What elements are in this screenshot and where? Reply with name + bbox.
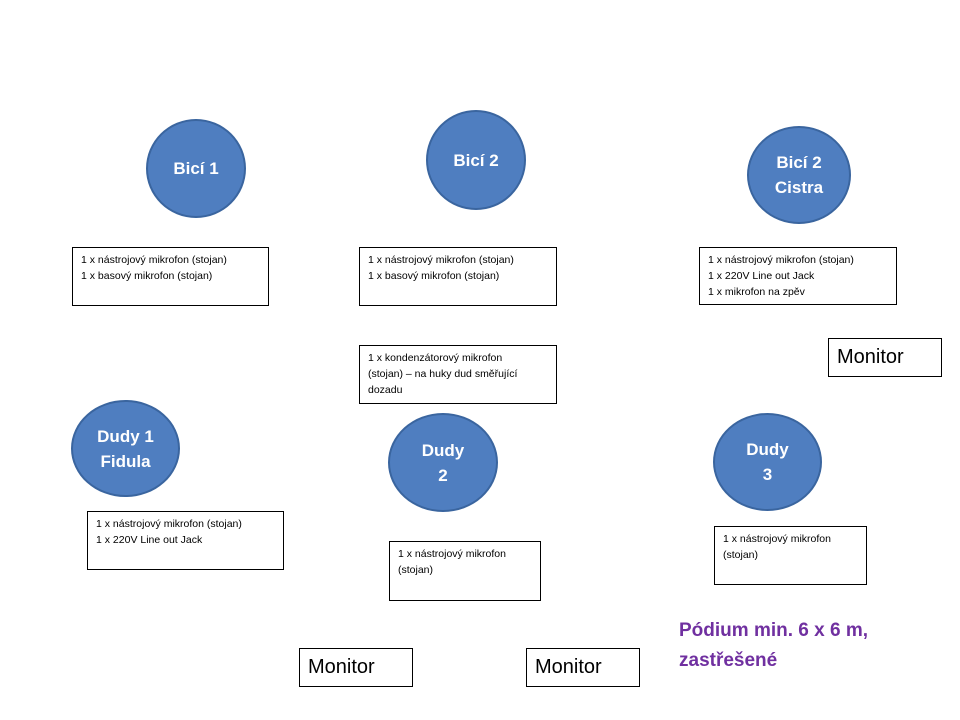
circle-label: 3 — [762, 465, 773, 484]
equipment-line: 1 x nástrojový mikrofon (stojan) — [96, 518, 242, 530]
circle-label: Bicí 2 — [453, 150, 499, 170]
bagpipes-3-circle: Dudy 3 — [713, 413, 822, 511]
note-line: zastřešené — [679, 650, 778, 671]
monitor-bottom-left: Monitor — [299, 648, 413, 687]
monitor-right: Monitor — [828, 338, 942, 377]
circle-label: Dudy 1 — [97, 426, 154, 446]
equipment-line: 1 x basový mikrofon (stojan) — [368, 270, 500, 282]
equipment-line: dozadu — [368, 384, 403, 396]
equipment-line: 1 x basový mikrofon (stojan) — [81, 270, 213, 282]
equipment-line: 1 x kondenzátorový mikrofon — [368, 352, 503, 364]
monitor-bottom-center: Monitor — [526, 648, 640, 687]
equipment-line: 1 x nástrojový mikrofon — [723, 533, 831, 545]
drums-2-equipment-box: 1 x nástrojový mikrofon (stojan) 1 x bas… — [359, 247, 557, 306]
circle-label: Cistra — [774, 178, 824, 197]
circle-label: Fidula — [100, 451, 151, 471]
bagpipes-1-equipment-box: 1 x nástrojový mikrofon (stojan) 1 x 220… — [87, 511, 284, 570]
drums-1-circle: Bicí 1 — [146, 119, 246, 218]
equipment-line: (stojan) — [723, 549, 759, 561]
bagpipes-2-circle: Dudy 2 — [388, 413, 498, 512]
equipment-line: 1 x nástrojový mikrofon (stojan) — [81, 254, 227, 266]
circle-label: Dudy — [421, 440, 465, 460]
bagpipes-3-equipment-box: 1 x nástrojový mikrofon (stojan) — [714, 526, 867, 585]
drums-1-equipment-box: 1 x nástrojový mikrofon (stojan) 1 x bas… — [72, 247, 269, 306]
equipment-line: 1 x nástrojový mikrofon (stojan) — [368, 254, 514, 266]
equipment-line: (stojan) – na huky dud směřující — [368, 368, 518, 380]
equipment-line: 1 x nástrojový mikrofon (stojan) — [708, 254, 854, 266]
drums-2-cistra-circle: Bicí 2 Cistra — [747, 126, 851, 224]
equipment-line: (stojan) — [398, 564, 434, 576]
circle-label: 2 — [438, 465, 448, 485]
bagpipes-1-fidula-circle: Dudy 1 Fidula — [71, 400, 180, 497]
equipment-line: 1 x 220V Line out Jack — [96, 534, 203, 546]
circle-label: Bicí 1 — [173, 159, 219, 178]
bagpipes-2-equipment-box: 1 x nástrojový mikrofon (stojan) — [389, 541, 541, 601]
equipment-line: 1 x mikrofon na zpěv — [708, 286, 805, 298]
drums-2-cistra-equipment-box: 1 x nástrojový mikrofon (stojan) 1 x 220… — [699, 247, 897, 305]
condenser-mic-box: 1 x kondenzátorový mikrofon (stojan) – n… — [359, 345, 557, 404]
circle-label: Dudy — [746, 440, 789, 459]
circle-label: Bicí 2 — [776, 153, 822, 172]
stage-requirement-note: Pódium min. 6 x 6 m, zastřešené — [679, 616, 949, 676]
note-line: Pódium min. 6 x 6 m, — [679, 620, 868, 641]
equipment-line: 1 x nástrojový mikrofon — [398, 548, 506, 560]
drums-2-circle: Bicí 2 — [426, 110, 526, 210]
equipment-line: 1 x 220V Line out Jack — [708, 270, 815, 282]
